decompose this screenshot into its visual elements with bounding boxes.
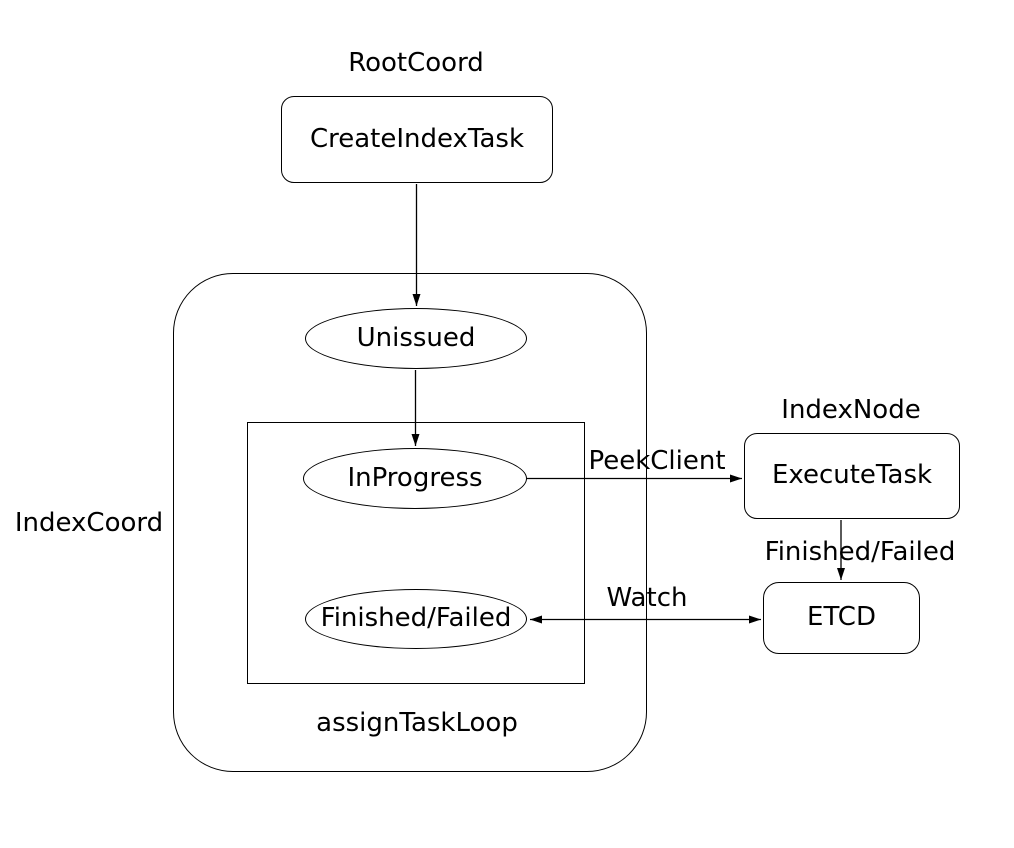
index-node-label: IndexNode [781,395,921,425]
edge-label-finished-failed: Finished/Failed [764,537,956,567]
root-coord-label: RootCoord [348,48,484,78]
node-etcd: ETCD [763,582,920,654]
edge-label-peek-client: PeekClient [588,446,726,476]
node-create-index-task: CreateIndexTask [281,96,553,183]
node-execute-task-label: ExecuteTask [771,460,933,491]
node-in-progress-label: InProgress [347,462,483,493]
node-finished-failed-label: Finished/Failed [320,603,512,634]
node-unissued-label: Unissued [356,322,476,353]
index-coord-container [173,273,647,772]
node-finished-failed: Finished/Failed [305,589,527,649]
node-create-index-task-label: CreateIndexTask [309,123,525,154]
node-etcd-label: ETCD [807,602,876,633]
index-coord-label: IndexCoord [14,508,164,538]
assign-task-loop-label: assignTaskLoop [316,708,518,738]
node-execute-task: ExecuteTask [744,433,960,519]
node-in-progress: InProgress [303,448,527,509]
node-unissued: Unissued [305,308,527,369]
edge-label-watch: Watch [606,583,688,613]
